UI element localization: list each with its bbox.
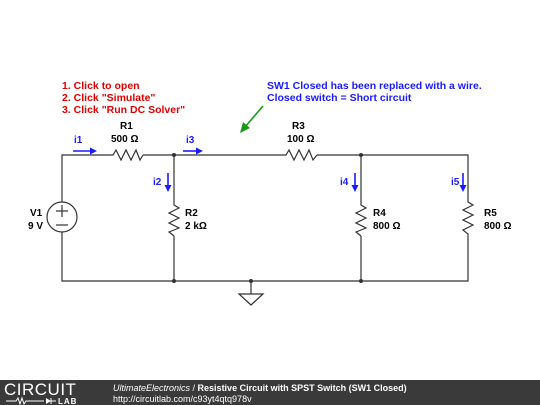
current-i1: i1 xyxy=(73,135,97,155)
current-i4: i4 xyxy=(340,173,359,192)
note-line-1: SW1 Closed has been replaced with a wire… xyxy=(267,80,482,92)
r1-name: R1 xyxy=(120,121,133,132)
r4-value: 800 Ω xyxy=(373,221,400,232)
annotation-arrow xyxy=(240,105,264,133)
switch-note: SW1 Closed has been replaced with a wire… xyxy=(267,80,482,104)
i2-label: i2 xyxy=(153,177,162,188)
footer-url[interactable]: http://circuitlab.com/c93yt4qtq978v xyxy=(113,394,252,404)
r1-value: 500 Ω xyxy=(111,134,138,145)
current-i2: i2 xyxy=(153,173,172,192)
current-i3: i3 xyxy=(183,135,203,155)
r3-value: 100 Ω xyxy=(287,134,314,145)
footer-author[interactable]: UltimateElectronics xyxy=(113,383,191,393)
instruction-2: 2. Click "Simulate" xyxy=(62,92,155,104)
resistor-r2[interactable]: R2 2 kΩ xyxy=(167,202,207,237)
current-i5: i5 xyxy=(451,173,467,192)
resistor-r1[interactable]: R1 500 Ω xyxy=(110,121,144,162)
r2-name: R2 xyxy=(185,208,198,219)
resistor-r3[interactable]: R3 100 Ω xyxy=(283,121,318,162)
circuit-schematic: 1. Click to open 2. Click "Simulate" 3. … xyxy=(28,80,511,306)
i4-label: i4 xyxy=(340,177,349,188)
voltage-source-v1[interactable]: V1 9 V xyxy=(28,201,78,233)
footer-title[interactable]: Resistive Circuit with SPST Switch (SW1 … xyxy=(197,383,407,393)
r5-value: 800 Ω xyxy=(484,221,511,232)
ground-icon xyxy=(237,293,265,306)
logo-sub: LAB xyxy=(58,397,77,405)
circuitlab-logo[interactable]: CIRCUIT LAB xyxy=(4,381,104,405)
resistor-r5[interactable]: R5 800 Ω xyxy=(461,198,511,238)
instruction-1: 1. Click to open xyxy=(62,80,140,92)
note-line-2: Closed switch = Short circuit xyxy=(267,92,412,104)
wires xyxy=(61,154,469,294)
i3-label: i3 xyxy=(186,135,195,146)
instructions: 1. Click to open 2. Click "Simulate" 3. … xyxy=(62,80,185,116)
logo-main: CIRCUIT xyxy=(4,381,76,399)
i1-label: i1 xyxy=(74,135,83,146)
footer-separator: / xyxy=(190,383,198,393)
junction-nodes xyxy=(172,153,363,283)
resistor-r4[interactable]: R4 800 Ω xyxy=(354,202,400,237)
r4-name: R4 xyxy=(373,208,386,219)
r3-name: R3 xyxy=(292,121,305,132)
v1-name: V1 xyxy=(30,208,43,219)
i5-label: i5 xyxy=(451,177,460,188)
footer-title-line: UltimateElectronics / Resistive Circuit … xyxy=(113,383,407,393)
instruction-3: 3. Click "Run DC Solver" xyxy=(62,104,185,116)
r5-name: R5 xyxy=(484,208,497,219)
v1-value: 9 V xyxy=(28,221,43,232)
footer-bar: CIRCUIT LAB UltimateElectronics / Resist… xyxy=(0,380,540,405)
r2-value: 2 kΩ xyxy=(185,221,207,232)
